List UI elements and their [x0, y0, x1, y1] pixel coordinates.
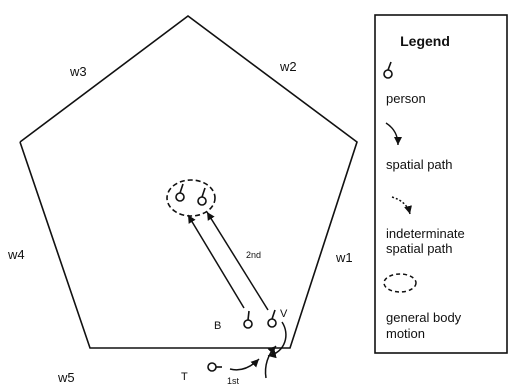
legend-person-icon — [383, 61, 393, 79]
person-t-icon — [207, 362, 222, 372]
person-icon — [197, 187, 207, 206]
path-v-curve — [267, 321, 287, 359]
legend-title: Legend — [400, 33, 450, 49]
person-v-icon — [267, 309, 277, 328]
person-b-icon — [243, 310, 253, 329]
legend: Legend person spatial path indeterminate… — [374, 14, 508, 354]
wall-label-w3: w3 — [69, 64, 87, 79]
person-label-t: T — [181, 371, 188, 383]
room-outline — [19, 15, 358, 349]
legend-spatial-path-label: spatial path — [386, 157, 453, 172]
path-label-1st: 1st — [227, 376, 240, 386]
person-label-v: V — [280, 308, 288, 320]
wall-label-w2: w2 — [279, 59, 297, 74]
wall-label-w4: w4 — [7, 247, 25, 262]
path-label-2nd: 2nd — [246, 250, 261, 260]
wall-label-w5: w5 — [57, 370, 75, 385]
legend-body-motion-label-2: motion — [386, 326, 425, 341]
legend-spatial-path-arrow — [385, 122, 402, 146]
legend-indeterminate-label-1: indeterminate — [386, 226, 465, 241]
legend-indeterminate-label-2: spatial path — [386, 241, 453, 256]
wall-label-w1: w1 — [335, 250, 353, 265]
legend-person-label: person — [386, 91, 426, 106]
person-label-b: B — [214, 320, 221, 332]
legend-body-motion-label-1: general body — [386, 310, 462, 325]
person-icon — [175, 183, 185, 202]
general-body-motion-marker — [166, 179, 216, 217]
legend-indeterminate-path-arrow — [391, 196, 412, 215]
path-t-curve — [264, 345, 277, 379]
path-v-to-group-2nd — [206, 211, 269, 311]
legend-body-motion-icon — [383, 273, 417, 293]
path-b-to-group — [187, 214, 245, 309]
path-t-1st — [229, 358, 260, 371]
